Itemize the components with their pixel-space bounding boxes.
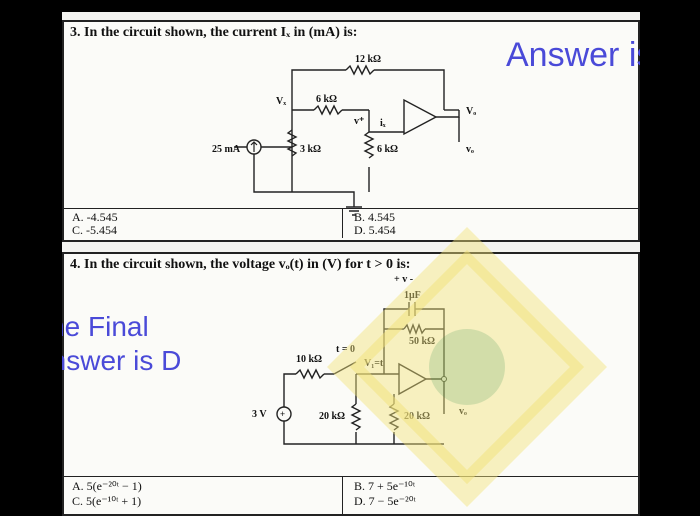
label-vplus: v⁺ (354, 116, 364, 127)
label-10k: 10 kΩ (296, 354, 322, 365)
label-1uf: 1μF (404, 290, 421, 301)
label-6k-mid: 6 kΩ (316, 94, 337, 105)
label-cap-sign: + v - (394, 274, 413, 285)
q4-options-divider (64, 476, 638, 477)
label-vo2: vₒ (466, 144, 474, 155)
label-20k-a: 20 kΩ (319, 411, 345, 422)
q4-option-b[interactable]: B. 7 + 5e⁻¹⁰ᵗ (354, 479, 416, 493)
question-4-text: 4. In the circuit shown, the voltage vₒ(… (70, 257, 411, 272)
label-3v: 3 V (252, 409, 267, 420)
question-3-text: 3. In the circuit shown, the current Iₓ … (70, 25, 358, 40)
label-25ma: 25 mA (212, 144, 241, 155)
question-3-panel: 3. In the circuit shown, the current Iₓ … (62, 20, 640, 242)
question-4-panel: 4. In the circuit shown, the voltage vₒ(… (62, 252, 640, 516)
q3-option-b[interactable]: B. 4.545 (354, 210, 396, 224)
q3-option-a[interactable]: A. -4.545 (72, 210, 118, 224)
q4-options-separator (342, 476, 343, 514)
label-12k: 12 kΩ (355, 54, 381, 65)
question-3-circuit: 12 kΩ 6 kΩ Vₓ v⁺ iₓ 25 mA 3 kΩ 6 kΩ Vₒ v… (212, 54, 476, 216)
options-divider (64, 208, 638, 209)
q4-option-d[interactable]: D. 7 − 5e⁻²⁰ᵗ (354, 494, 416, 508)
label-vo: Vₒ (466, 106, 476, 117)
final-answer-line-2: Answer is D (62, 345, 182, 376)
label-vo-q4: vₒ (459, 406, 467, 417)
q4-option-a[interactable]: A. 5(e⁻²⁰ᵗ − 1) (72, 479, 142, 493)
label-v1t: V₁=t (364, 358, 384, 369)
final-answer-annotation: The Final Answer is D (62, 310, 181, 378)
label-50k: 50 kΩ (409, 336, 435, 347)
q3-option-c[interactable]: C. -5.454 (72, 223, 117, 237)
q4-option-c[interactable]: C. 5(e⁻¹⁰ᵗ + 1) (72, 494, 142, 508)
voltage-source-icon (276, 406, 292, 422)
final-answer-line-1: The Final (62, 311, 149, 342)
label-ix: iₓ (380, 118, 386, 129)
q3-option-d[interactable]: D. 5.454 (354, 223, 396, 237)
options-separator (342, 208, 343, 238)
answer-b-annotation: Answer is B (506, 36, 640, 74)
svg-text:+: + (280, 409, 285, 419)
label-t0: t = 0 (336, 344, 355, 355)
label-20k-b: 20 kΩ (404, 411, 430, 422)
label-3k: 3 kΩ (300, 144, 321, 155)
exam-sheet: 3. In the circuit shown, the current Iₓ … (62, 12, 640, 516)
label-vx: Vₓ (276, 96, 286, 107)
question-4-circuit: + + v - 1μF 50 kΩ t = 0 10 kΩ V₁=t 3 V 2… (252, 274, 467, 445)
label-6k-right: 6 kΩ (377, 144, 398, 155)
